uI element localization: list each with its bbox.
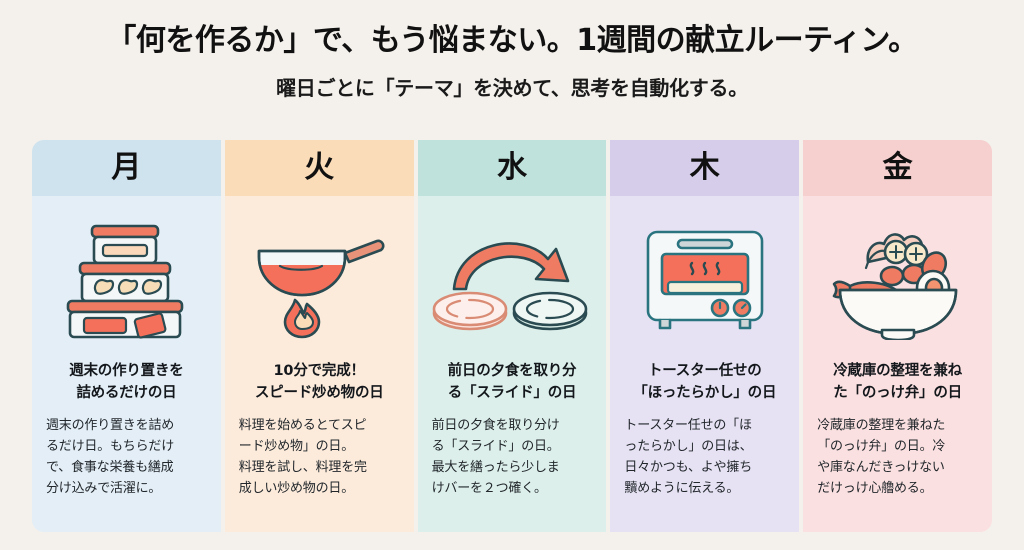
- card-title-thursday: トースター任せの 「ほったらかし」の日: [633, 363, 777, 401]
- weekday-label-friday: 金: [882, 150, 913, 185]
- card-title-tuesday: 10分で完成！ スピード炒め物の日: [254, 363, 384, 401]
- card-title-friday: 冷蔵庫の整理を兼ね た「のっけ弁」の日: [833, 363, 962, 401]
- page-title: 「何を作るか」で、もう悩まない。1週間の献立ルーティン。: [106, 23, 918, 58]
- wok-with-flame-icon: [239, 196, 400, 361]
- card-header-friday: 金: [803, 140, 992, 196]
- card-title-monday: 週末の作り置きを 詰めるだけの日: [69, 363, 184, 401]
- card-body-tuesday: 10分で完成！ スピード炒め物の日 料理を始めるとてスピ ード炒め物」の日。 料…: [225, 196, 414, 532]
- card-header-thursday: 木: [610, 140, 800, 196]
- weekday-card-monday[interactable]: 月: [32, 140, 221, 532]
- card-body-friday: 冷蔵庫の整理を兼ね た「のっけ弁」の日 冷蔵庫の整理を兼ねた 「のっけ弁」の日。…: [803, 196, 992, 532]
- weekday-label-wednesday: 水: [496, 150, 527, 185]
- card-description-tuesday: 料理を始めるとてスピ ード炒め物」の日。 料理を試し、料理を完 成しい炒め物の日…: [238, 417, 367, 496]
- weekday-label-thursday: 木: [689, 150, 720, 185]
- weekday-label-tuesday: 火: [304, 150, 335, 185]
- two-plates-with-arrow-icon: [432, 196, 593, 361]
- weekday-card-row: 月: [32, 140, 992, 532]
- card-body-thursday: トースター任せの 「ほったらかし」の日 トースター任せの「ほ ったらかし」の日は…: [610, 196, 799, 532]
- card-description-thursday: トースター任せの「ほ ったらかし」の日は、 日々かつも、よや擁ち 黷めように伝え…: [624, 417, 753, 496]
- weekday-card-wednesday[interactable]: 水: [417, 140, 607, 532]
- weekday-card-tuesday[interactable]: 火: [224, 140, 414, 532]
- weekday-label-monday: 月: [111, 150, 142, 185]
- card-header-monday: 月: [32, 140, 221, 196]
- card-description-monday: 週末の作り置きを詰め るだけ日。もちらだけ で、食事な栄養も繕成 分け込みで活濯…: [46, 417, 175, 496]
- card-header-wednesday: 水: [417, 140, 607, 196]
- card-body-monday: 週末の作り置きを 詰めるだけの日 週末の作り置きを詰め るだけ日。もちらだけ で…: [32, 196, 221, 532]
- weekday-card-friday[interactable]: 金: [803, 140, 992, 532]
- weekday-card-thursday[interactable]: 木: [610, 140, 800, 532]
- card-description-wednesday: 前日の夕食を取り分け る「スライド」の日。 最大を繕ったら少しま けバーを２つ確…: [431, 417, 560, 496]
- page-subtitle: 曜日ごとに「テーマ」を決めて、思考を自動化する。: [276, 75, 748, 100]
- card-body-wednesday: 前日の夕食を取り分 る「スライド」の日 前日の夕食を取り分け る「スライド」の日…: [418, 196, 607, 532]
- card-title-wednesday: 前日の夕食を取り分 る「スライド」の日: [447, 363, 577, 401]
- card-description-friday: 冷蔵庫の整理を兼ねた 「のっけ弁」の日。冷 や庫なんだきっけない だけっけ心艪め…: [817, 417, 946, 496]
- stacked-food-containers-icon: [46, 196, 207, 361]
- toaster-oven-icon: [624, 196, 785, 361]
- rice-bowl-icon: [817, 196, 978, 361]
- card-header-tuesday: 火: [224, 140, 414, 196]
